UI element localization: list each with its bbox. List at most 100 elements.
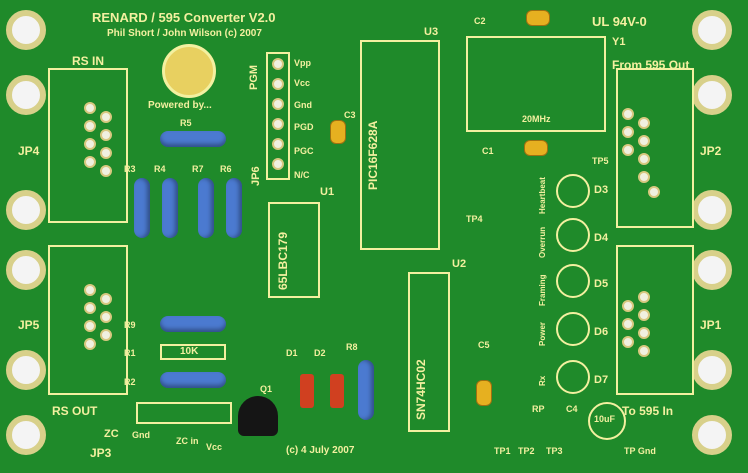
u2-label: U2: [452, 258, 467, 270]
jp5-label: JP5: [18, 318, 40, 332]
connector-pad: [84, 302, 96, 314]
mounting-hole: [692, 350, 732, 390]
mounting-hole: [6, 350, 46, 390]
connector-pad: [638, 135, 650, 147]
framing-label: Framing: [538, 274, 547, 306]
connector-pad: [622, 336, 634, 348]
header-pin: [272, 58, 284, 70]
tp3-label: TP3: [546, 446, 563, 456]
u2-chip-outline: [408, 272, 450, 432]
r7-label: R7: [192, 164, 204, 174]
d4-label: D4: [594, 232, 609, 244]
u3-label: U3: [424, 26, 439, 38]
transistor-q1: [238, 396, 278, 436]
to-595-label: To 595 In: [622, 404, 674, 418]
header-pin: [272, 138, 284, 150]
resistor-r9: [160, 316, 226, 332]
capacitor-c1: [524, 140, 548, 156]
resistor-r6: [226, 178, 242, 238]
connector-pad: [638, 153, 650, 165]
connector-pad: [638, 117, 650, 129]
r5-label: R5: [180, 118, 192, 128]
connector-pad: [638, 327, 650, 339]
capacitor-c2: [526, 10, 550, 26]
q1-label: Q1: [260, 384, 273, 394]
c2-label: C2: [474, 16, 486, 26]
date-mark: (c) 4 July 2007: [286, 445, 355, 456]
mounting-hole: [692, 75, 732, 115]
y1-label: Y1: [612, 36, 626, 48]
heartbeat-label: Heartbeat: [538, 177, 547, 214]
pgm-pin-label: N/C: [294, 170, 310, 180]
capacitor-c5: [476, 380, 492, 406]
from-595-connector: [616, 68, 694, 228]
tp-gnd-label: TP Gnd: [624, 446, 656, 456]
diode-d1: [300, 374, 314, 408]
board-title: RENARD / 595 Converter V2.0: [92, 10, 276, 25]
connector-pad: [100, 293, 112, 305]
led-d6: [556, 312, 590, 346]
to-595-connector: [616, 245, 694, 395]
c1-label: C1: [482, 146, 494, 156]
powered-by: Powered by...: [148, 100, 212, 111]
c5-label: C5: [478, 340, 490, 350]
header-pin: [272, 98, 284, 110]
zc-in-label: ZC in: [176, 436, 199, 446]
rx-label: Rx: [538, 375, 547, 386]
d7-label: D7: [594, 374, 609, 386]
connector-pad: [100, 311, 112, 323]
ul-mark: UL 94V-0: [592, 14, 647, 29]
mounting-hole: [692, 10, 732, 50]
led-d4: [556, 218, 590, 252]
mounting-hole: [692, 190, 732, 230]
u1-part: 65LBC179: [276, 231, 290, 290]
pgm-pin-label: PGD: [294, 122, 314, 132]
connector-pad: [84, 120, 96, 132]
crystal-freq: 20MHz: [522, 114, 551, 124]
crystal-y1: [466, 36, 606, 132]
resistor-r7: [198, 178, 214, 238]
u1-chip-outline: [268, 202, 320, 298]
c3-label: C3: [344, 110, 356, 120]
d2-label: D2: [314, 348, 326, 358]
resistor-r4: [162, 178, 178, 238]
connector-pad: [622, 318, 634, 330]
tp1-label: TP1: [494, 446, 511, 456]
zc-gnd-label: Gnd: [132, 430, 150, 440]
mounting-hole: [6, 190, 46, 230]
pgm-pin-label: Gnd: [294, 100, 312, 110]
capacitor-c4: [588, 402, 626, 440]
connector-pad: [100, 129, 112, 141]
mounting-hole: [6, 10, 46, 50]
connector-pad: [100, 329, 112, 341]
connector-pad: [638, 291, 650, 303]
rs-in-label: RS IN: [72, 54, 105, 68]
u3-part: PIC16F628A: [366, 120, 380, 190]
d1-label: D1: [286, 348, 298, 358]
connector-pad: [638, 171, 650, 183]
diode-d2: [330, 374, 344, 408]
resistor-r8: [358, 360, 374, 420]
tp2-label: TP2: [518, 446, 535, 456]
d5-label: D5: [594, 278, 609, 290]
u2-part: SN74HC02: [414, 359, 428, 420]
connector-pad: [100, 165, 112, 177]
d6-label: D6: [594, 326, 609, 338]
pgm-pin-label: Vcc: [294, 78, 311, 88]
r3-label: R3: [124, 164, 136, 174]
resistor-r5: [160, 131, 226, 147]
connector-pad: [100, 147, 112, 159]
led-d7: [556, 360, 590, 394]
jp3-header: [136, 402, 232, 424]
connector-pad: [84, 102, 96, 114]
power-label: Power: [538, 321, 547, 346]
tp4-label: TP4: [466, 214, 483, 224]
pgm-header: [266, 52, 290, 180]
r1-value: 10K: [180, 346, 199, 357]
c4-value: 10uF: [594, 414, 616, 424]
d3-label: D3: [594, 184, 609, 196]
pgm-pin-label: Vpp: [294, 58, 311, 68]
connector-pad: [622, 144, 634, 156]
mounting-hole: [6, 415, 46, 455]
